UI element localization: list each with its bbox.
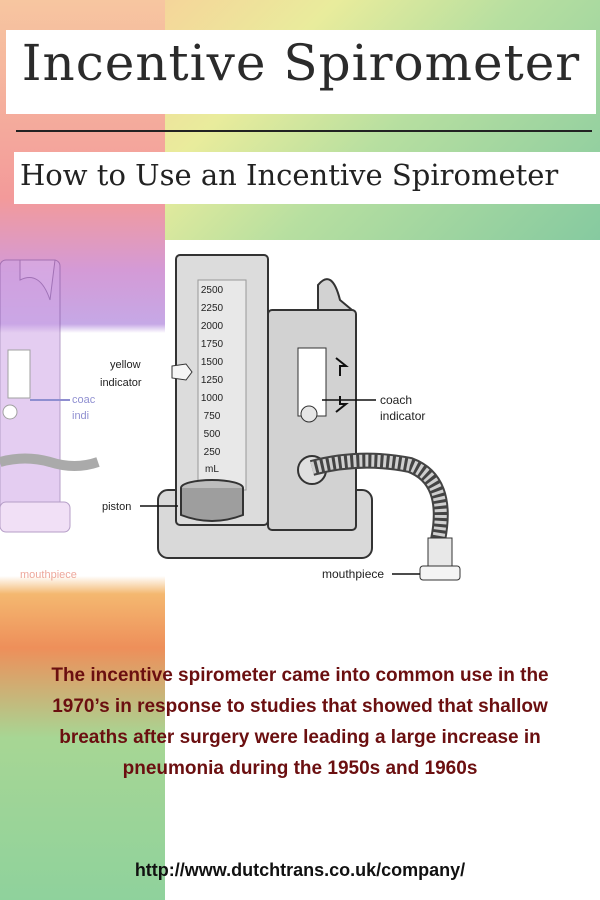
scale-value: 1000 <box>201 393 224 404</box>
coach-indicator-label-1: coach <box>380 393 412 407</box>
yellow-indicator-label-2: indicator <box>100 377 142 389</box>
scale-value: 750 <box>204 411 221 422</box>
mouthpiece-tip <box>419 565 461 581</box>
caption-line: breaths after surgery were leading a lar… <box>59 727 541 748</box>
scale-value: 1750 <box>201 339 224 350</box>
volume-scale: 2500 2250 2000 1750 1500 1250 1000 750 5… <box>201 285 224 475</box>
coach-indicator-label-2: indicator <box>380 409 425 423</box>
scale-value: 500 <box>204 429 221 440</box>
mouthpiece-label: mouthpiece <box>322 567 384 581</box>
hose-ridges <box>310 454 447 542</box>
page-title: Incentive Spirometer <box>21 34 581 92</box>
title-box: Incentive Spirometer <box>6 30 596 114</box>
ghost-coach-label-2: indi <box>72 410 89 422</box>
scale-value: 1250 <box>201 375 224 386</box>
scale-value: 250 <box>204 447 221 458</box>
ghost-spirometer: coac indi mouthpiece <box>0 259 100 581</box>
coach-ball <box>300 405 318 423</box>
coach-window <box>297 347 327 417</box>
coach-up-arrow <box>335 357 349 376</box>
scale-value: 1500 <box>201 357 224 368</box>
caption-line: 1970’s in response to studies that showe… <box>52 696 548 717</box>
spirometer-diagram: coac indi mouthpiece 2500 2250 2000 1750… <box>0 254 461 581</box>
caption-text: The incentive spirometer came into commo… <box>0 660 600 784</box>
title-divider <box>16 130 592 132</box>
piston-label: piston <box>102 501 131 513</box>
background-white-band <box>165 590 600 900</box>
scale-value: 2500 <box>201 285 224 296</box>
subtitle-box: How to Use an Incentive Spirometer <box>14 152 600 204</box>
caption-line: The incentive spirometer came into commo… <box>51 665 549 686</box>
source-url: http://www.dutchtrans.co.uk/company/ <box>134 860 466 880</box>
scale-value: 2000 <box>201 321 224 332</box>
ghost-coach-label-1: coac <box>72 394 96 406</box>
caption-line: pneumonia during the 1950s and 1960s <box>122 758 478 779</box>
piston <box>180 488 244 522</box>
column-top-hook <box>317 278 355 311</box>
ghost-mouthpiece-label: mouthpiece <box>20 569 77 581</box>
yellow-indicator-tab <box>171 363 193 381</box>
yellow-indicator-label-1: yellow <box>110 359 141 371</box>
scale-unit: mL <box>205 464 219 475</box>
page-subtitle: How to Use an Incentive Spirometer <box>20 158 559 192</box>
scale-value: 2250 <box>201 303 224 314</box>
mouthpiece <box>427 537 453 569</box>
